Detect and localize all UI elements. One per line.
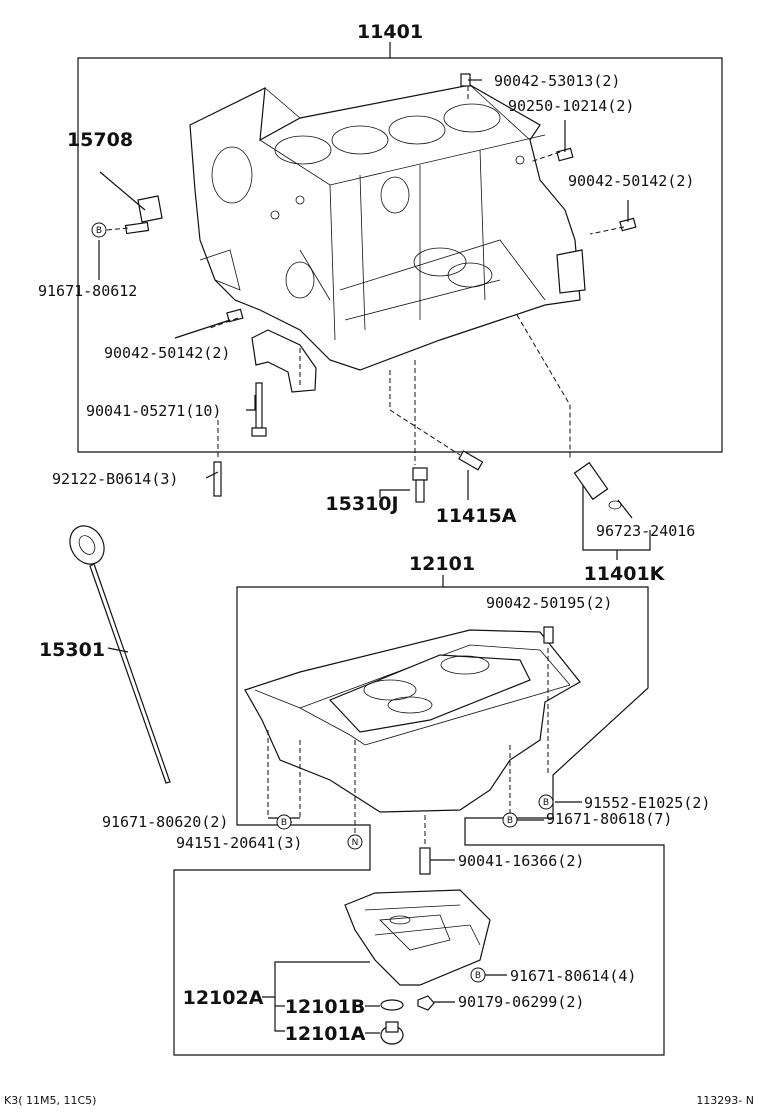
part-label-90042-50142-left: 90042-50142(2) [104, 344, 230, 362]
marker-b-91671-80620: B [276, 814, 292, 830]
lower-pan-leaders [262, 961, 507, 1034]
part-label-91552-e1025: 91552-E1025(2) [584, 794, 710, 812]
marker-b-91552-e1025: B [538, 794, 554, 810]
svg-text:B: B [96, 226, 102, 236]
svg-text:B: B [475, 971, 481, 981]
svg-text:N: N [352, 838, 359, 848]
part-label-92122-b0614: 92122-B0614(3) [52, 470, 178, 488]
part-label-90042-50195: 90042-50195(2) [486, 594, 612, 612]
part-label-12101b: 12101B [285, 996, 366, 1018]
part-label-90042-53013: 90042-53013(2) [494, 72, 620, 90]
dipstick-drawing [69, 525, 171, 784]
part-label-94151-20641: 94151-20641(3) [176, 834, 302, 852]
part-label-12101a: 12101A [285, 1023, 366, 1045]
svg-text:B: B [543, 798, 549, 808]
part-label-12102a: 12102A [183, 987, 264, 1009]
lower-pan-drawing [344, 847, 491, 1045]
leader-lines-top [98, 79, 633, 519]
part-label-11415a: 11415A [436, 505, 517, 527]
footer-model-code: K3( 11M5, 11C5) [4, 1094, 96, 1107]
svg-text:B: B [507, 816, 513, 826]
marker-b-91671-80614: B [470, 967, 486, 983]
footer-illustration-id: 113293- N [696, 1094, 754, 1107]
group-label-pump-kit: 11401K [584, 563, 666, 585]
marker-n-94151-20641: N [347, 834, 363, 850]
part-label-96723-24016: 96723-24016 [596, 522, 695, 540]
part-label-91671-80618: 91671-80618(7) [546, 810, 672, 828]
block-parts [124, 73, 637, 510]
part-label-91671-80614: 91671-80614(4) [510, 967, 636, 985]
part-label-15301: 15301 [39, 639, 105, 661]
oil-pan-drawing [244, 626, 581, 813]
part-label-15310j: 15310J [325, 493, 398, 515]
marker-b-91671-80618: B [502, 812, 518, 828]
part-label-90041-16366: 90041-16366(2) [458, 852, 584, 870]
svg-text:B: B [281, 818, 287, 828]
part-label-90250-10214: 90250-10214(2) [508, 97, 634, 115]
part-label-90179-06299: 90179-06299(2) [458, 993, 584, 1011]
group-label-block: 11401 [357, 21, 423, 43]
cylinder-block-drawing [189, 84, 586, 393]
part-label-91671-80620: 91671-80620(2) [102, 813, 228, 831]
pump-kit-frame [582, 480, 651, 560]
marker-b-91671-80612: B [91, 222, 107, 238]
part-label-15708: 15708 [67, 129, 133, 151]
group-label-oil-pan: 12101 [409, 553, 475, 575]
part-label-91671-80612: 91671-80612 [38, 282, 137, 300]
oil-pan-frame [173, 575, 665, 1056]
part-label-90042-50142-right: 90042-50142(2) [568, 172, 694, 190]
part-label-90041-05271: 90041-05271(10) [86, 402, 221, 420]
engine-block-frame [77, 42, 723, 453]
